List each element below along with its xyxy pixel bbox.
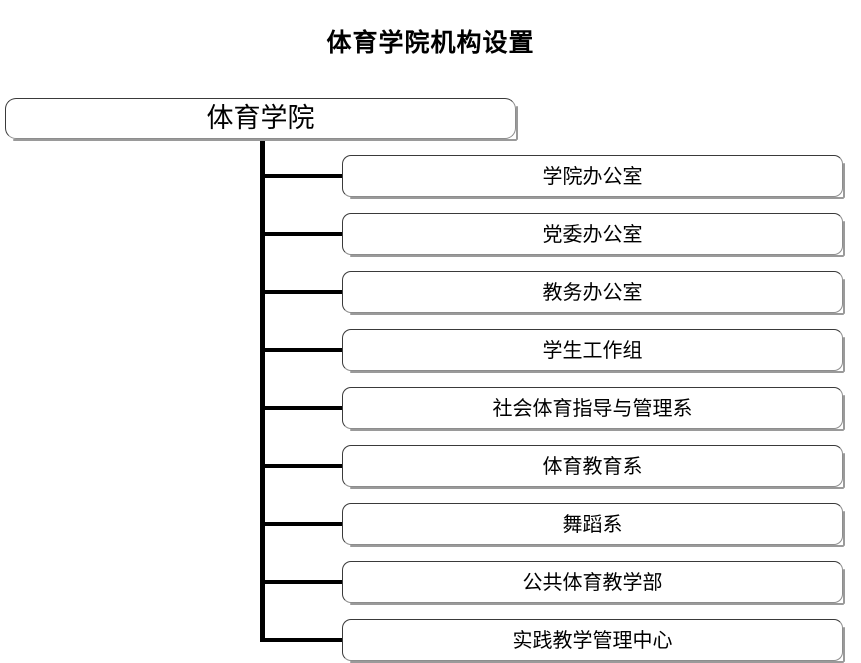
org-node-root-label: 体育学院 <box>206 102 315 134</box>
org-node-child[interactable]: 学生工作组 <box>342 329 845 373</box>
connector-branch <box>260 174 345 178</box>
connector-branch <box>260 638 345 642</box>
org-node-child[interactable]: 教务办公室 <box>342 271 845 315</box>
connector-branch <box>260 522 345 526</box>
connector-branch <box>260 232 345 236</box>
org-node-child-label: 教务办公室 <box>542 280 643 304</box>
org-node-root[interactable]: 体育学院 <box>5 98 518 141</box>
org-node-child[interactable]: 学院办公室 <box>342 155 845 199</box>
org-node-child-label: 社会体育指导与管理系 <box>492 396 693 420</box>
org-node-child[interactable]: 体育教育系 <box>342 445 845 489</box>
org-node-child-label: 公共体育教学部 <box>522 570 663 594</box>
org-node-child[interactable]: 舞蹈系 <box>342 503 845 547</box>
page-title: 体育学院机构设置 <box>326 28 535 57</box>
connector-trunk <box>260 138 265 642</box>
org-node-child[interactable]: 实践教学管理中心 <box>342 619 845 663</box>
org-node-child-label: 学生工作组 <box>542 338 643 362</box>
connector-branch <box>260 406 345 410</box>
org-node-child-label: 舞蹈系 <box>562 512 623 536</box>
org-node-child-label: 学院办公室 <box>542 164 643 188</box>
org-node-child[interactable]: 社会体育指导与管理系 <box>342 387 845 431</box>
org-node-child-label: 实践教学管理中心 <box>512 628 673 652</box>
connector-branch <box>260 290 345 294</box>
connector-branch <box>260 580 345 584</box>
org-node-child[interactable]: 公共体育教学部 <box>342 561 845 605</box>
org-node-child[interactable]: 党委办公室 <box>342 213 845 257</box>
org-node-child-label: 体育教育系 <box>542 454 643 478</box>
connector-branch <box>260 464 345 468</box>
org-node-child-label: 党委办公室 <box>542 222 643 246</box>
connector-branch <box>260 348 345 352</box>
